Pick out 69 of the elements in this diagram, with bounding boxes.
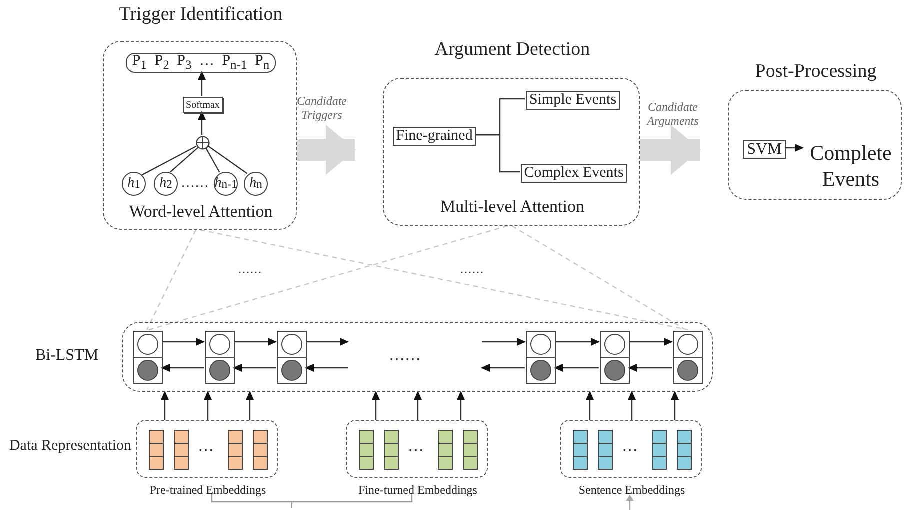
edge-label: Candidate Arguments: [646, 100, 700, 128]
lstm-cell: [205, 331, 235, 384]
group-title: Trigger Identification: [118, 4, 284, 26]
connector-line: [146, 230, 197, 330]
arrow: [628, 391, 636, 420]
group-caption: Pre-trained Embeddings: [148, 483, 268, 498]
group-title: Post-Processing: [754, 61, 878, 83]
lstm-cell: [277, 331, 307, 384]
arrow: [204, 391, 212, 420]
group-caption: Multi-level Attention: [439, 197, 586, 217]
arrow: [305, 364, 348, 372]
process-box: Complex Events: [521, 164, 627, 183]
ellipsis: …: [621, 438, 639, 456]
ellipsis: ……: [180, 176, 210, 192]
connector-line: [211, 494, 413, 503]
process-box: Fine-grained: [393, 127, 476, 146]
arrow: [586, 391, 594, 420]
lstm-cell: [526, 331, 556, 384]
arrow: [481, 364, 525, 372]
arrow: [785, 144, 804, 152]
softmax-box: Softmax: [183, 97, 223, 113]
arrow: [198, 71, 206, 96]
ellipsis: …: [197, 438, 215, 456]
arrow: [234, 338, 277, 346]
arrow: [555, 338, 600, 346]
connector-line: [148, 225, 508, 331]
group-title: Bi-LSTM: [34, 347, 100, 365]
arrow: [414, 391, 422, 420]
connector-line: [475, 134, 520, 173]
arrow: [161, 391, 169, 420]
connector-line: [207, 145, 248, 174]
arrow: [233, 364, 276, 372]
connector-line: [170, 147, 199, 173]
arrow: [629, 338, 673, 346]
arrow: [671, 391, 679, 420]
ellipsis: ……: [388, 347, 422, 365]
process-box: Simple Events: [526, 91, 620, 110]
connector-line: [142, 146, 197, 176]
arrow: [554, 364, 599, 372]
group-caption: Sentence Embeddings: [578, 483, 686, 498]
output-text: Complete Events: [804, 137, 898, 195]
arrow: [162, 338, 205, 346]
arrow: [161, 364, 204, 372]
arrow: [246, 391, 254, 420]
group-caption: Word-level Attention: [128, 202, 274, 222]
output-box: P$_{1}$ P$_{2}$ P$_{3}$ … P$_{n-1}$ P$_{n}$: [126, 53, 276, 73]
connector-line: [200, 229, 688, 331]
sum-circle: [196, 136, 210, 150]
arrow: [306, 338, 349, 346]
ellipsis: ……: [459, 262, 485, 277]
arrow: [457, 391, 465, 420]
block-arrow: [640, 125, 701, 175]
connector-line: [205, 148, 220, 173]
ellipsis: …: [407, 438, 425, 456]
block-arrow: [297, 125, 356, 175]
arrow: [482, 338, 526, 346]
ellipsis: ……: [237, 262, 263, 277]
connector-line: [512, 225, 686, 331]
row-label: Data Representation: [8, 438, 133, 455]
arrow: [372, 391, 380, 420]
group-title: Argument Detection: [434, 39, 592, 61]
arrow: [628, 364, 672, 372]
lstm-cell: [600, 331, 630, 384]
lstm-cell: [133, 331, 163, 384]
lstm-cell: [673, 331, 703, 384]
process-box: SVM: [743, 140, 786, 159]
arrow: [198, 111, 206, 135]
edge-label: Candidate Triggers: [296, 94, 348, 122]
group-caption: Fine-turned Embeddings: [358, 483, 478, 498]
